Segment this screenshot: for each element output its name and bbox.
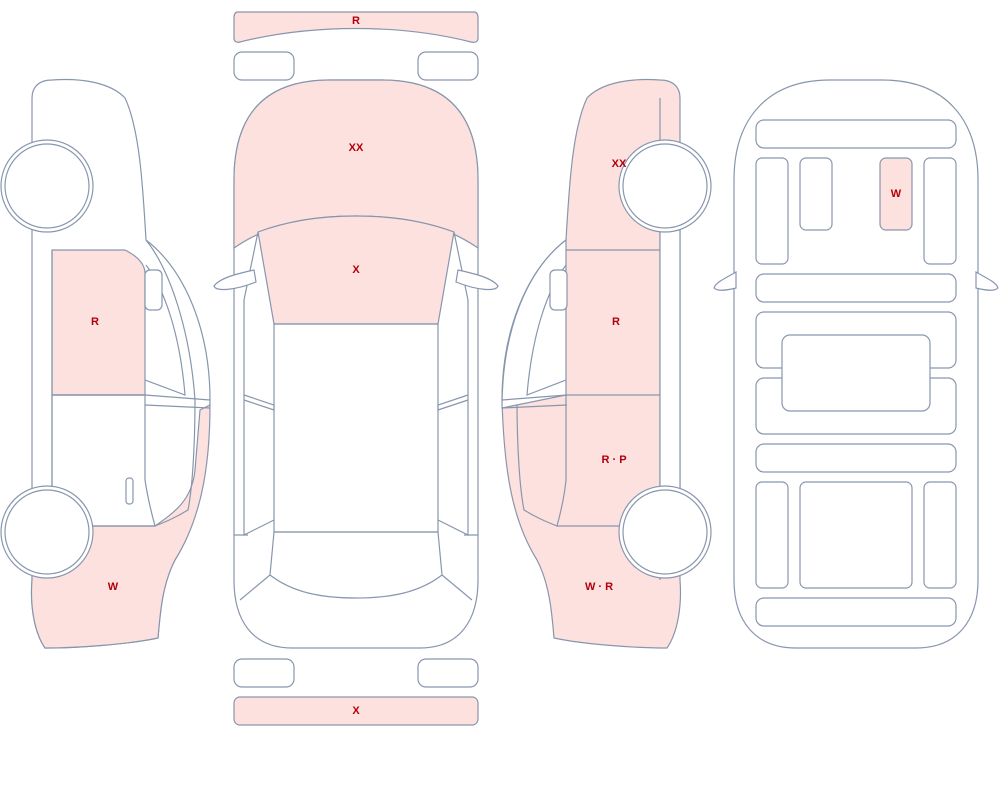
interior-left-mirror (713, 270, 737, 291)
right-rear-tire-ring (622, 489, 708, 575)
left-side-view: R W (0, 78, 211, 649)
front-bumper[interactable] (233, 11, 479, 43)
front-right-light (417, 51, 479, 81)
right-mirror (549, 269, 568, 311)
rear-seat-bench (755, 443, 957, 473)
top-left-mirror (213, 269, 257, 291)
left-rear-tire-ring (4, 489, 90, 575)
right-front-wheel (618, 139, 712, 233)
right-rear-door-trim (923, 481, 957, 589)
passenger-seat[interactable] (879, 157, 913, 231)
left-pillar-line (144, 404, 211, 409)
trunk-panel (755, 597, 957, 627)
right-front-door-trim (923, 157, 957, 265)
left-rear-quarter-label: W (108, 581, 119, 593)
interior-view: W (713, 79, 999, 649)
left-front-tire-ring (4, 143, 90, 229)
right-front-tire-ring (622, 143, 708, 229)
center-console (781, 334, 931, 412)
left-b-pillar (243, 394, 275, 411)
left-rear-wheel (0, 485, 94, 579)
right-rear-door-label: R · P (601, 454, 626, 466)
left-front-wheel (0, 139, 94, 233)
top-right-mirror (455, 269, 499, 291)
right-b-pillar (437, 394, 469, 411)
rear-bumper-label: X (352, 705, 360, 717)
rear-floor (799, 481, 913, 589)
hood-label: XX (349, 142, 364, 154)
rear-bumper[interactable] (233, 696, 479, 726)
windshield-label: X (352, 264, 360, 276)
left-window-frame (145, 239, 196, 527)
left-door-handle[interactable] (125, 477, 134, 505)
right-front-door-label: R (612, 316, 620, 328)
left-mirror (144, 269, 163, 311)
left-a-pillar (243, 231, 275, 536)
right-a-pillar (437, 231, 469, 536)
left-rear-door-trim (755, 481, 789, 589)
right-rear-pillar (441, 534, 478, 601)
right-sill (659, 229, 681, 491)
driver-seat (799, 157, 833, 231)
left-rear-pillar (234, 534, 271, 601)
front-left-light (233, 51, 295, 81)
right-front-fender-label: XX (612, 158, 627, 170)
right-rear-wheel (618, 485, 712, 579)
rear-window (269, 531, 443, 599)
right-pillar-line (501, 404, 568, 409)
front-bumper-label: R (352, 15, 360, 27)
windshield[interactable] (257, 215, 455, 325)
right-rear-door-edge (556, 395, 660, 527)
left-front-door[interactable] (51, 249, 146, 396)
right-rear-quarter-label: W · R (585, 581, 613, 593)
dashboard-panel (755, 119, 957, 149)
interior-right-mirror (975, 270, 999, 291)
right-glass-area (501, 238, 567, 409)
passenger-seat-label: W (891, 188, 902, 200)
rear-right-light (417, 658, 479, 688)
left-front-door-label: R (91, 316, 99, 328)
right-side-view: XX R R · P W · R (501, 78, 712, 649)
center-panel (755, 273, 957, 303)
right-pillar-b (501, 394, 568, 401)
left-front-door-trim (755, 157, 789, 265)
left-pillar-b (144, 394, 211, 401)
rear-left-light (233, 658, 295, 688)
top-view: R XX X X (213, 11, 499, 726)
